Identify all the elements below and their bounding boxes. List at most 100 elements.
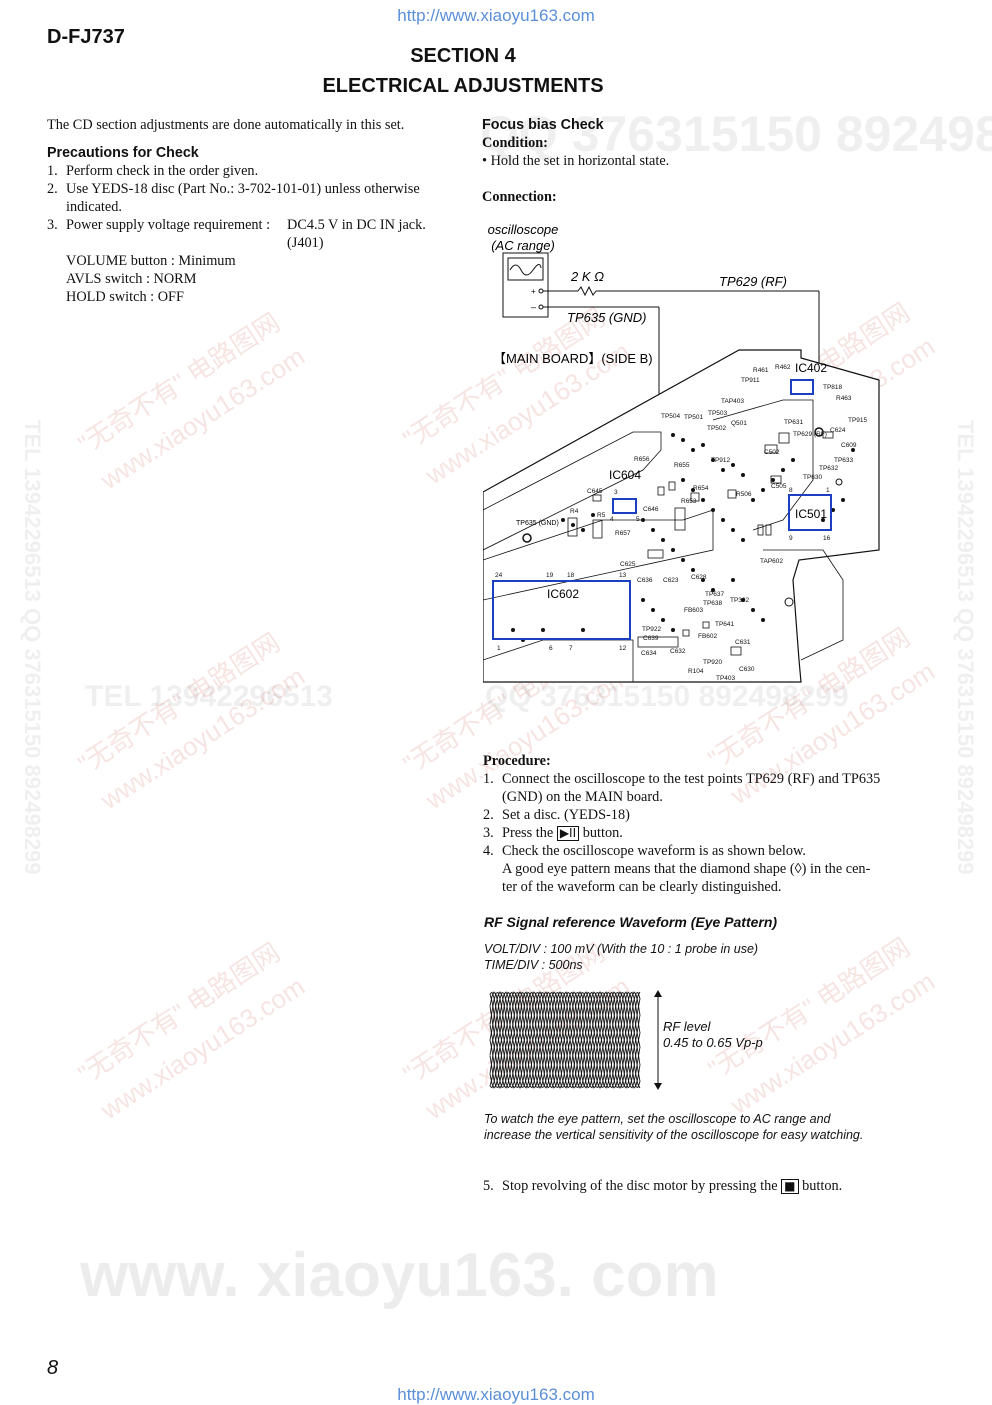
procedure-label: Procedure: [483, 753, 551, 769]
procedure-step-1: 1.Connect the oscilloscope to the test p… [483, 771, 881, 787]
url-top-link[interactable]: http://www.xiaoyu163.com [397, 6, 595, 25]
label-c624: C624 [830, 427, 846, 434]
label-r4: R4 [570, 508, 579, 515]
setting-hold: HOLD switch : OFF [66, 289, 184, 305]
label-c630: C630 [739, 666, 755, 673]
label-tp911: TP911 [741, 377, 760, 384]
label-r463: R463 [836, 395, 852, 402]
procedure-section: Procedure: 1.Connect the oscilloscope to… [483, 752, 888, 896]
eye-trace [489, 991, 641, 1089]
label-c646: C646 [643, 506, 659, 513]
connection-label: Connection: [482, 189, 557, 205]
eye-trace [489, 991, 641, 1089]
ic602-label: IC602 [547, 587, 579, 601]
focus-bias-heading: Focus bias Check [482, 117, 604, 133]
eye-trace [489, 992, 641, 1088]
label-r461: R461 [753, 367, 769, 374]
label-tp630: TP630 [803, 474, 823, 481]
oscilloscope-label: oscilloscope [488, 222, 559, 237]
label-tp637: TP637 [705, 591, 725, 598]
procedure-step-4: 4.Check the oscilloscope waveform is as … [483, 843, 807, 859]
eye-trace [489, 991, 641, 1089]
rf-level-label: RF level [663, 1019, 711, 1034]
label-c609: C609 [841, 442, 857, 449]
watermark-side-right: TEL 13942296513 QQ 376315150 892498299 [953, 420, 978, 875]
pin-1-ic501: 1 [826, 487, 830, 494]
setting-avls: AVLS switch : NORM [66, 271, 197, 287]
label-r104: R104 [688, 668, 704, 675]
svg-text:–: – [531, 302, 536, 312]
precaution-item-2: 2.Use YEDS-18 disc (Part No.: 3-702-101-… [47, 181, 420, 197]
label-tp641: TP641 [715, 621, 735, 628]
board-dots [511, 433, 855, 642]
label-tp502: TP502 [707, 425, 727, 432]
pin-12: 12 [619, 645, 627, 652]
watermark-qq-top: QQ 376315150 892498299 [480, 106, 992, 162]
label-tp302: TP302 [730, 597, 750, 604]
label-tp403: TP403 [716, 675, 736, 682]
stop-button-icon: ■ [781, 1179, 799, 1195]
label-tp501: TP501 [684, 414, 704, 421]
watermark-side-left: TEL 13942296513 QQ 376315150 892498299 [20, 420, 45, 875]
label-c645: C645 [587, 488, 603, 495]
label-tp633: TP633 [834, 457, 854, 464]
precaution-item-2-cont: indicated. [66, 199, 122, 215]
label-r656: R656 [634, 456, 650, 463]
label-c502: C502 [764, 449, 780, 456]
procedure-step-5: 5.Stop revolving of the disc motor by pr… [483, 1178, 843, 1195]
label-c636: C636 [637, 577, 653, 584]
pin-9: 9 [789, 535, 793, 542]
label-r655: R655 [674, 462, 690, 469]
label-tap403: TAP403 [721, 398, 744, 405]
label-tp632: TP632 [819, 465, 839, 472]
label-c625: C625 [620, 561, 636, 568]
label-tp629: TP629 (RF) [793, 431, 827, 438]
label-q501: Q501 [731, 420, 747, 427]
ic501-box [788, 494, 832, 531]
tp635-label: TP635 (GND) [567, 310, 646, 325]
condition-label: Condition: [482, 135, 548, 151]
watermark-qq-mid: QQ 376315150 892498299 [485, 680, 849, 713]
model-number: D-FJ737 [47, 26, 125, 48]
ic604-box [612, 498, 637, 514]
tp629-label: TP629 (RF) [719, 274, 787, 289]
resistor-symbol [577, 285, 597, 297]
label-c632: C632 [670, 648, 686, 655]
eye-trace [489, 991, 641, 1089]
ic402-label: IC402 [795, 361, 827, 375]
label-c505: C505 [771, 483, 787, 490]
pin-1: 1 [497, 645, 501, 652]
procedure-step-2: 2.Set a disc. (YEDS-18) [483, 807, 630, 823]
precaution-item-3: 3.Power supply voltage requirement :DC4.… [47, 217, 426, 233]
precaution-item-1: 1.Perform check in the order given. [47, 163, 259, 179]
label-tp818: TP818 [823, 384, 843, 391]
pin-8: 8 [789, 487, 793, 494]
watermark-big-bottom: www. xiaoyu163. com [80, 1241, 719, 1310]
label-c628: C628 [691, 574, 707, 581]
label-c623: C623 [663, 577, 679, 584]
section-title: ELECTRICAL ADJUSTMENTS [322, 75, 604, 97]
ic402-box [790, 379, 814, 395]
pin-19: 19 [546, 572, 554, 579]
eye-trace [489, 991, 641, 1089]
condition-text: • Hold the set in horizontal state. [482, 153, 670, 169]
intro-text: The CD section adjustments are done auto… [47, 117, 405, 133]
volt-div-text: VOLT/DIV : 100 mV (With the 10 : 1 probe… [484, 942, 759, 956]
label-c639: C639 [643, 635, 659, 642]
page-number: 8 [47, 1357, 59, 1379]
resistor-label: 2 K Ω [570, 269, 604, 284]
procedure-step-4-cont2: ter of the waveform can be clearly disti… [502, 879, 782, 895]
label-tp912: TP912 [711, 457, 731, 464]
procedure-step-3: 3.Press the ▶II button. [483, 825, 623, 842]
pin-16: 16 [823, 535, 831, 542]
eye-trace [489, 991, 641, 1089]
section-number: SECTION 4 [410, 45, 516, 67]
url-bottom-link[interactable]: http://www.xiaoyu163.com [397, 1385, 595, 1404]
eye-trace [489, 991, 641, 1089]
pin-3: 3 [614, 489, 618, 496]
label-r5: R5 [597, 512, 606, 519]
ic602-box [492, 580, 631, 640]
watermark-tel-mid: TEL 13942296513 [85, 680, 333, 713]
time-div-text: TIME/DIV : 500ns [484, 958, 583, 972]
eye-pattern-waveform [489, 990, 662, 1090]
